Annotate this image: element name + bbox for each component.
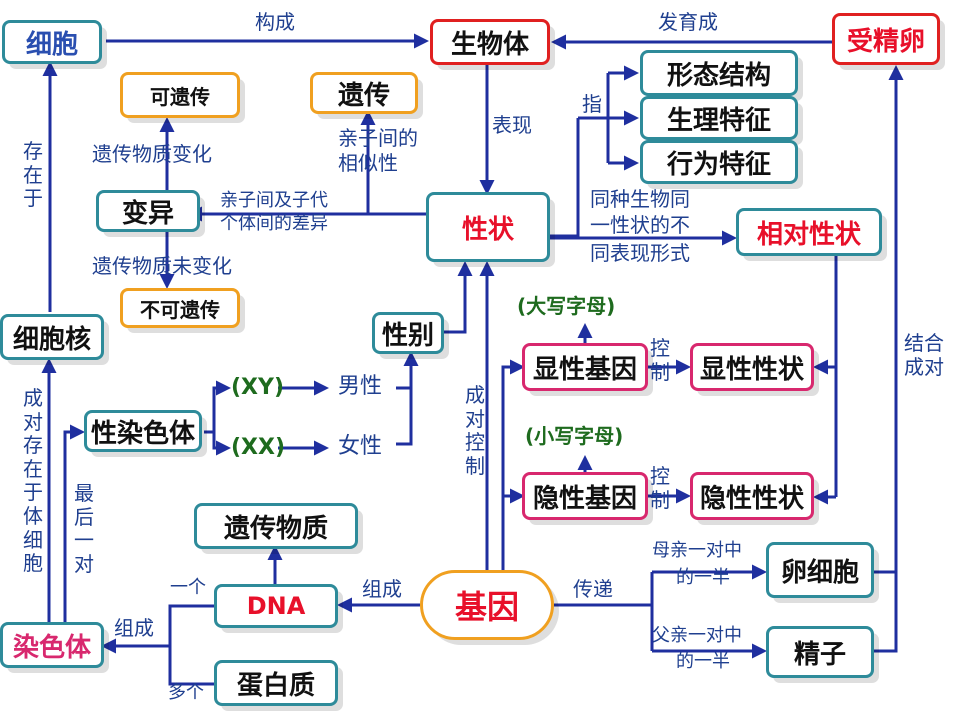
label-same-species-2: 一性状的不 — [590, 213, 690, 237]
label-develop-into: 发育成 — [658, 10, 718, 34]
edge-sexchrom-xx — [212, 432, 231, 456]
node-zygote: 受精卵 — [832, 13, 940, 65]
node-recessive-trait: 隐性性状 — [690, 472, 814, 520]
label-one: 一个 — [170, 577, 206, 598]
node-trait: 性状 — [426, 192, 550, 262]
edge-trait-aspects — [548, 118, 580, 238]
node-behavior: 行为特征 — [640, 140, 798, 184]
node-relative-trait: 相对性状 — [736, 208, 882, 256]
label-paired-in-somatic: 成对存在于体细胞 — [23, 386, 43, 576]
label-compose-dna: 组成 — [362, 577, 402, 601]
label-combine-pair: 结合成对 — [904, 331, 944, 379]
label-xx: (XX) — [231, 435, 286, 460]
node-dna: DNA — [214, 584, 338, 628]
node-chromosome: 染色体 — [0, 622, 104, 668]
label-control-2: 控制 — [650, 464, 670, 512]
label-material-changed: 遗传物质变化 — [92, 142, 212, 166]
edge-dna-protein-chrom — [168, 604, 214, 686]
label-xy: (XY) — [231, 375, 285, 400]
node-sex-chromosome: 性染色体 — [84, 410, 202, 452]
node-gene: 基因 — [420, 570, 554, 640]
label-same-species-1: 同种生物同 — [590, 187, 690, 211]
label-exists-in: 存在于 — [23, 139, 43, 211]
node-variation: 变异 — [96, 190, 200, 232]
node-sex: 性别 — [372, 312, 444, 354]
label-same-species-3: 同表现形式 — [590, 241, 690, 265]
node-heritable: 可遗传 — [120, 72, 240, 118]
label-many: 多个 — [168, 682, 204, 703]
node-dominant-gene: 显性基因 — [522, 343, 648, 391]
label-mother-1: 母亲一对中 — [652, 540, 742, 561]
label-express: 表现 — [492, 113, 532, 137]
node-genetic-material: 遗传物质 — [194, 503, 358, 549]
edge-sex-trait — [440, 261, 473, 334]
edge-gene-alleles — [501, 359, 525, 570]
label-pass-on: 传递 — [573, 577, 613, 601]
node-nonheritable: 不可遗传 — [120, 288, 240, 328]
label-control-1: 控制 — [650, 336, 670, 384]
node-nucleus: 细胞核 — [0, 314, 104, 360]
label-paired-control: 成对控制 — [465, 383, 485, 478]
label-compose: 构成 — [255, 10, 295, 34]
label-mother-2: 的一半 — [676, 567, 730, 588]
node-protein: 蛋白质 — [214, 660, 338, 706]
node-organism: 生物体 — [430, 19, 550, 65]
label-father-1: 父亲一对中 — [652, 625, 742, 646]
label-difference-line1: 亲子间及子代 — [220, 190, 328, 211]
label-refers-to: 指 — [582, 92, 602, 116]
node-egg-cell: 卵细胞 — [766, 542, 874, 598]
node-sperm: 精子 — [766, 626, 874, 678]
edge-sexchrom-xy — [204, 380, 231, 434]
node-dominant-trait: 显性性状 — [690, 343, 814, 391]
node-physiology: 生理特征 — [640, 96, 798, 140]
label-male: 男性 — [338, 374, 383, 399]
node-morphology: 形态结构 — [640, 50, 798, 96]
label-uppercase: (大写字母) — [517, 294, 616, 318]
node-cell: 细胞 — [2, 20, 102, 64]
label-lowercase: (小写字母) — [525, 424, 624, 448]
label-father-2: 的一半 — [676, 651, 730, 672]
label-material-unchanged: 遗传物质未变化 — [92, 254, 232, 278]
edge-chrom-sexchrom — [63, 424, 85, 622]
label-last-pair: 最后一对 — [74, 481, 94, 576]
label-difference-line2: 个体间的差异 — [220, 213, 328, 234]
node-heredity: 遗传 — [310, 72, 418, 114]
label-female: 女性 — [338, 434, 383, 459]
node-recessive-gene: 隐性基因 — [522, 472, 648, 520]
label-parent-child-similarity: 亲子间的相似性 — [338, 126, 418, 175]
label-compose-chrom: 组成 — [114, 616, 154, 640]
edge-gender-sex — [396, 386, 413, 446]
